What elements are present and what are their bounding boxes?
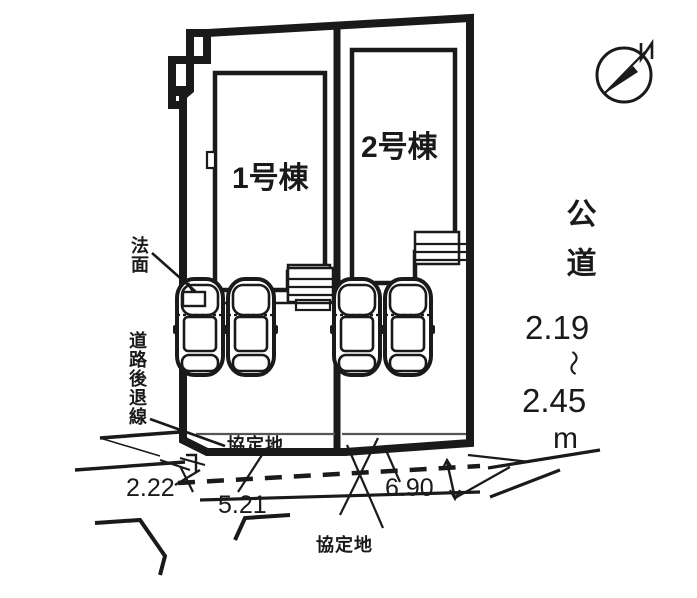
slope-label: 法面	[129, 236, 149, 274]
public-road-range-tilde: 〜	[558, 349, 589, 377]
public-road-unit: m	[553, 422, 578, 455]
dimension-5-21: 5.21	[218, 491, 267, 519]
road-edge-lower	[74, 448, 601, 502]
agreed-land-label-outer: 協定地	[316, 535, 373, 555]
dimension-2-22: 2.22	[126, 474, 175, 502]
dimension-6-90: 6.90	[385, 474, 434, 502]
north-arrow-icon	[595, 38, 654, 104]
car-stalls	[173, 277, 435, 377]
building-2-label: 2号棟	[361, 131, 438, 164]
road-setback-label: 道路後退線	[127, 331, 147, 426]
road-polyline-left	[94, 513, 291, 576]
car-2	[224, 277, 278, 377]
building-1-label: 1号棟	[232, 162, 309, 195]
public-road-char-1: 公	[561, 198, 595, 230]
dimension-leaders	[174, 437, 531, 529]
public-road-char-2: 道	[561, 247, 595, 279]
public-road-width-from: 2.19	[525, 309, 590, 346]
setback-step-bracket	[159, 453, 198, 472]
road-edge-left	[99, 430, 206, 467]
road-setback-leader	[149, 417, 226, 448]
public-road-annotation: 公	[548, 198, 648, 230]
car-4	[381, 277, 435, 377]
public-road-width-to: 2.45	[522, 382, 587, 419]
road-setback-dashed-line	[177, 463, 481, 486]
agreed-land-label-inner: 協定地	[227, 435, 284, 455]
car-3	[330, 277, 384, 377]
building-1-window-marker	[205, 150, 217, 170]
slope-leader	[151, 252, 207, 308]
